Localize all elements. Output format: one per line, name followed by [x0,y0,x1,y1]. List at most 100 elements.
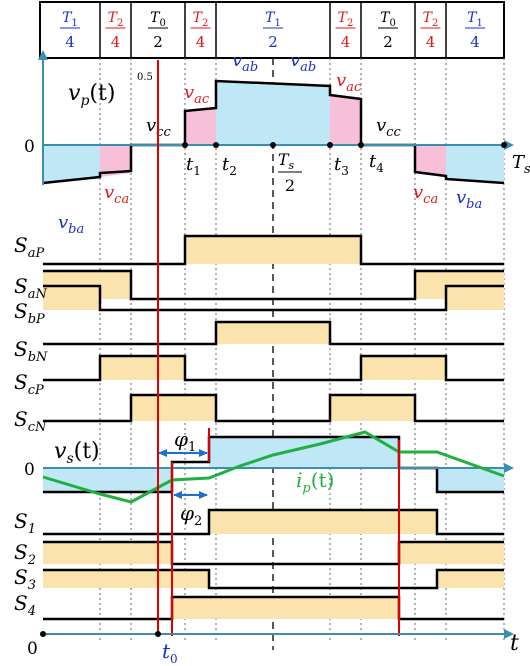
phi1-label: φ1 [174,427,196,455]
s2-waveform [43,540,504,566]
vp-waveform-area [42,79,505,185]
vs-fill-neg-left [43,468,172,492]
header-cell-5: T12 [263,10,283,51]
vp-fill-pos-pink-1 [185,108,216,145]
ip-current-waveform [42,430,505,504]
saN-waveform [43,269,504,301]
primary-switch-label-4: SbN [14,337,48,365]
secondary-switch-label-4: S4 [14,591,36,619]
t0-label: t0 [162,639,178,666]
header-cell-denominator: 4 [426,33,436,51]
svg-text:Ts: Ts [278,150,295,172]
secondary-switch-label-2: S2 [14,540,36,568]
t4-label: t4 [369,151,384,175]
v-ca-label-2: vca [413,182,438,207]
vs-zero-label: 0 [24,460,35,480]
t2-label: t2 [222,154,237,178]
s4-waveform [43,595,504,621]
header-cell-denominator: 4 [65,33,75,51]
primary-switch-label-6: ScN [14,407,47,435]
origin-label: 0 [27,639,38,659]
v-cc-label-1: vcc [146,115,171,140]
secondary-switch-signals [43,508,504,621]
vp-label: vp(t) [68,81,115,109]
primary-switch-signals [43,234,504,423]
header-cell-numerator: T2 [108,10,124,29]
saP-fill [185,236,361,264]
s3-waveform [43,568,504,590]
time-markers [182,142,507,148]
header-cell-9: T14 [465,10,485,51]
half-mark-label: 0.5 [137,72,153,83]
secondary-switch-label-1: S1 [14,509,36,537]
primary-switch-label-5: ScP [14,370,44,398]
header-cell-1: T14 [60,10,80,51]
vs-label: vs(t) [54,439,100,467]
ip-label: ip(t) [296,468,334,496]
header-cell-numerator: T0 [380,10,396,29]
header-cell-7: T02 [378,10,398,51]
header-cell-denominator: 2 [268,33,278,51]
sbP-waveform [43,284,504,312]
vp-fill-pos-blue [216,81,330,145]
header-cell-numerator: T1 [467,10,483,29]
t1-label: t1 [186,154,201,178]
phi2-label: φ2 [180,501,202,529]
vp-fill-neg-left-blue [43,145,100,183]
s1-waveform [43,508,504,536]
vp-zero-label: 0 [24,137,35,157]
header-cell-numerator: T0 [150,10,166,29]
header-cell-denominator: 4 [111,33,121,51]
header-cell-numerator: T2 [338,10,354,29]
header-cell-2: T24 [105,10,126,51]
vp-fill-pos-pink-2 [330,95,361,145]
header-cell-numerator: T2 [423,10,439,29]
header-cell-numerator: T1 [62,10,78,29]
v-ac-label-1: vac [184,82,210,107]
scP-waveform [43,354,504,382]
vs-fill-pos [209,437,399,468]
v-ba-label-1: vba [58,212,84,237]
header-cell-denominator: 4 [470,33,480,51]
scN-waveform [43,393,504,423]
header-cell-denominator: 4 [341,33,351,51]
header-dividers [99,2,447,58]
header-frame [39,1,505,59]
vp-fill-neg-left-pink [100,145,131,177]
secondary-switch-label-3: S3 [14,565,36,593]
header-cell-numerator: T2 [193,10,209,29]
vp-waveform [42,79,505,185]
vp-fill-neg-right-pink [415,145,446,176]
t0-dot [155,631,161,637]
header-cell-4: T24 [190,10,211,51]
header-cell-8: T24 [420,10,441,51]
header-cell-6: T24 [335,10,356,51]
primary-switch-label-2: SaN [14,274,47,302]
v-ab-label-2: vab [290,50,316,75]
header-cell-denominator: 2 [383,33,393,51]
t3-label: t3 [334,154,349,178]
v-ab-label-1: vab [232,50,258,75]
header-cell-denominator: 4 [196,33,206,51]
sbN-waveform [43,320,504,346]
t-axis-label: t [510,631,519,656]
saP-waveform [43,234,504,266]
primary-switch-label-1: SaP [14,233,44,261]
v-ac-label-2: vac [336,70,362,95]
v-cc-label-2: vcc [376,115,401,140]
header-cell-numerator: T1 [265,10,281,29]
ts-half-label: Ts 2 [278,150,302,195]
header-cell-denominator: 2 [153,33,163,51]
ts-label: Ts [512,152,530,177]
v-ca-label-1: vca [104,182,129,207]
header-cell-3: T02 [148,10,168,51]
origin-dot [40,631,46,637]
primary-switch-label-3: SbP [14,299,45,327]
v-ba-label-2: vba [456,187,482,212]
